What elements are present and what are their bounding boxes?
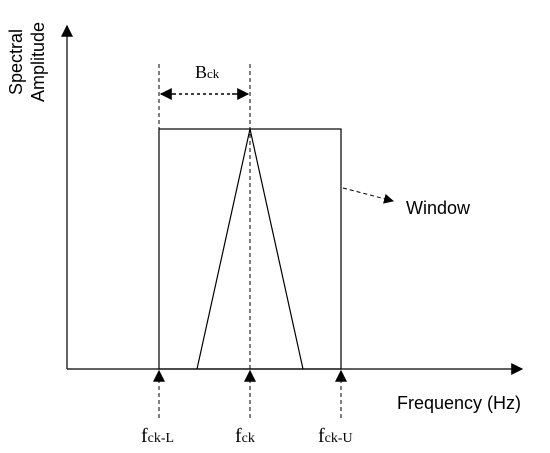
bandwidth-label: Bck [195,62,220,82]
bandwidth-label-base: B [195,62,207,82]
bandwidth-label-sub: ck [207,66,220,81]
y-axis-label-line1: Spectral [6,29,26,95]
center-marker-base: f [235,425,242,447]
lower-marker-base: f [141,425,148,447]
lower-marker-label: fck-L [141,425,174,447]
y-axis-label-line2: Amplitude [28,22,48,102]
upper-marker-label: fck-U [318,425,353,447]
window-pointer-arrow [342,187,394,204]
center-marker-sub: ck [242,431,255,446]
window-label: Window [406,198,471,218]
lower-marker-sub: ck-L [148,431,174,446]
upper-marker-base: f [318,425,325,447]
center-marker-label: fck [235,425,255,447]
upper-marker-sub: ck-U [325,431,353,446]
x-axis-label: Frequency (Hz) [397,393,521,413]
